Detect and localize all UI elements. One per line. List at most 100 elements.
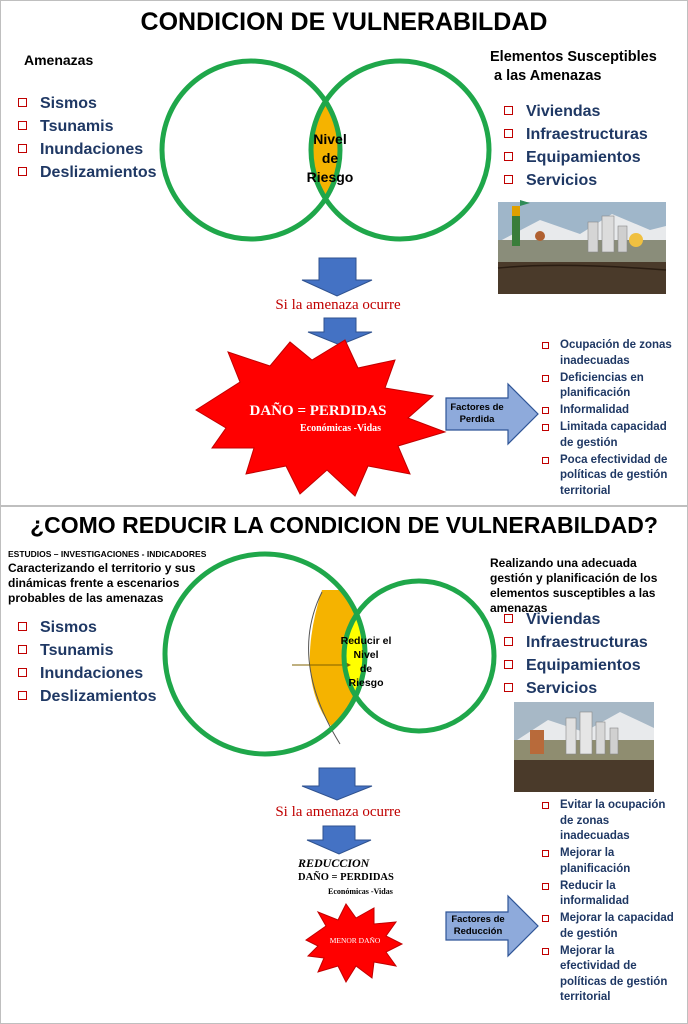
list-item-label: Reducir la informalidad	[560, 879, 630, 908]
damage-subtext: Económicas -Vidas	[300, 423, 382, 434]
elements-circle-2	[341, 578, 497, 734]
elements-heading-line1: Elementos Susceptibles	[490, 49, 657, 65]
reduction-factors-label: Factores de Reducción	[446, 914, 510, 938]
list-item: Tsunamis	[18, 639, 156, 662]
down-arrow-4	[306, 825, 372, 855]
reduction-subtext: Económicas -Vidas	[328, 887, 393, 896]
list-item: Servicios	[504, 169, 648, 192]
bullet-icon	[504, 129, 513, 138]
bullet-icon	[504, 660, 513, 669]
bullet-icon	[504, 614, 513, 623]
bullet-icon	[18, 668, 27, 677]
list-item-label: Infraestructuras	[526, 634, 648, 651]
risk-label-line: Nivel	[313, 131, 347, 147]
list-item-label: Viviendas	[526, 611, 601, 628]
bullet-icon	[18, 622, 27, 631]
list-item: Ocupación de zonas inadecuadas	[536, 338, 676, 369]
list-item: Evitar la ocupación de zonas inadecuadas	[536, 798, 676, 845]
elements-list: Viviendas Infraestructuras Equipamientos…	[504, 100, 648, 192]
reduction-factors-list: Evitar la ocupación de zonas inadecuadas…	[536, 798, 676, 1007]
list-item-label: Evitar la ocupación de zonas inadecuadas	[560, 799, 666, 842]
studies-heading: ESTUDIOS – INVESTIGACIONES - INDICADORES	[8, 549, 207, 559]
list-item: Inundaciones	[18, 662, 156, 685]
bullet-icon	[542, 802, 549, 809]
less-damage-star	[305, 903, 404, 984]
list-item: Poca efectividad de políticas de gestión…	[536, 453, 676, 500]
reduction-factors-label-line: Reducción	[453, 926, 503, 937]
bullet-icon	[504, 152, 513, 161]
bullet-icon	[542, 374, 549, 382]
reduced-area	[309, 590, 358, 738]
bullet-icon	[542, 407, 549, 414]
bullet-icon	[504, 637, 513, 646]
reduction-curve	[308, 591, 341, 745]
reduce-risk-label-line: de	[359, 663, 373, 675]
loss-factors-label-line: Perdida	[459, 414, 495, 425]
bullet-icon	[18, 144, 27, 153]
list-item: Sismos	[18, 616, 156, 639]
list-item-label: Deslizamientos	[40, 164, 157, 181]
list-item-label: Mejorar la planificación	[560, 847, 631, 875]
list-item-label: Deslizamientos	[40, 688, 157, 705]
list-item-label: Mejorar la efectividad de políticas de g…	[560, 944, 668, 1004]
reduce-risk-label-line: Riesgo	[348, 677, 384, 689]
threats-heading: Amenazas	[24, 52, 94, 68]
bullet-icon	[542, 915, 549, 922]
list-item: Infraestructuras	[504, 631, 648, 654]
list-item-label: Infraestructuras	[526, 126, 648, 143]
list-item: Mejorar la efectividad de políticas de g…	[536, 944, 676, 1006]
list-item: Deslizamientos	[18, 685, 156, 708]
threats-list-2: Sismos Tsunamis Inundaciones Deslizamien…	[18, 616, 156, 708]
bullet-icon	[542, 947, 549, 955]
down-arrow-3	[301, 767, 373, 801]
list-item: Viviendas	[504, 608, 648, 631]
bullet-icon	[18, 645, 27, 654]
list-item-label: Mejorar la capacidad de gestión	[560, 912, 674, 940]
risk-label: Nivel de Riesgo	[292, 130, 368, 187]
threats-list: Sismos Tsunamis Inundaciones Deslizamien…	[18, 92, 156, 184]
loss-factors-arrow	[445, 382, 539, 446]
list-item: Mejorar la capacidad de gestión	[536, 911, 676, 942]
list-item: Deficiencias en planificación	[536, 371, 676, 402]
reduction-title: REDUCCION	[298, 856, 370, 870]
list-item: Equipamientos	[504, 654, 648, 677]
bullet-icon	[18, 121, 27, 130]
list-item: Tsunamis	[18, 115, 156, 138]
elements-heading: Elementos Susceptibles a las Amenazas	[490, 48, 657, 86]
list-item-label: Inundaciones	[40, 141, 144, 158]
if-threat-occurs: Si la amenaza ocurre	[275, 297, 401, 313]
reduce-risk-label: Reducir el Nivel de Riesgo	[330, 634, 402, 690]
threats-circle	[159, 58, 343, 242]
loss-factors-label-line: Factores de	[450, 402, 504, 413]
city-illustration-bottom	[514, 702, 654, 792]
list-item-label: Sismos	[40, 95, 97, 112]
elements-circle	[308, 58, 492, 242]
bullet-icon	[18, 98, 27, 107]
list-item-label: Tsunamis	[40, 118, 114, 135]
list-item: Limitada capacidad de gestión	[536, 420, 676, 451]
less-damage-label: MENOR DAÑO	[329, 936, 381, 945]
reduction-factors-arrow	[445, 894, 539, 958]
reduce-risk-label-line: Reducir el	[340, 635, 392, 647]
list-item: Informalidad	[536, 403, 676, 419]
list-item: Sismos	[18, 92, 156, 115]
elements-heading-line2: a las Amenazas	[494, 68, 602, 84]
management-text: Realizando una adecuada gestión y planif…	[490, 556, 658, 615]
list-item: Mejorar la planificación	[536, 846, 676, 877]
down-arrow-1	[301, 257, 373, 297]
threats-circle-2	[162, 551, 368, 757]
studies-text: Caracterizando el territorio y sus dinám…	[8, 561, 196, 605]
bullet-icon	[18, 167, 27, 176]
if-threat-occurs-2: Si la amenaza ocurre	[275, 804, 401, 820]
bullet-icon	[18, 691, 27, 700]
bullet-icon	[542, 342, 549, 349]
list-item: Deslizamientos	[18, 161, 156, 184]
bullet-icon	[542, 850, 549, 857]
list-item-label: Deficiencias en planificación	[560, 371, 644, 400]
bullet-icon	[504, 683, 513, 692]
damage-equation: DAÑO = PERDIDAS	[249, 403, 387, 419]
loss-factors-label: Factores de Perdida	[446, 402, 508, 426]
list-item: Equipamientos	[504, 146, 648, 169]
risk-label-line: Riesgo	[306, 169, 354, 185]
reduction-factors-label-line: Factores de	[451, 914, 505, 925]
